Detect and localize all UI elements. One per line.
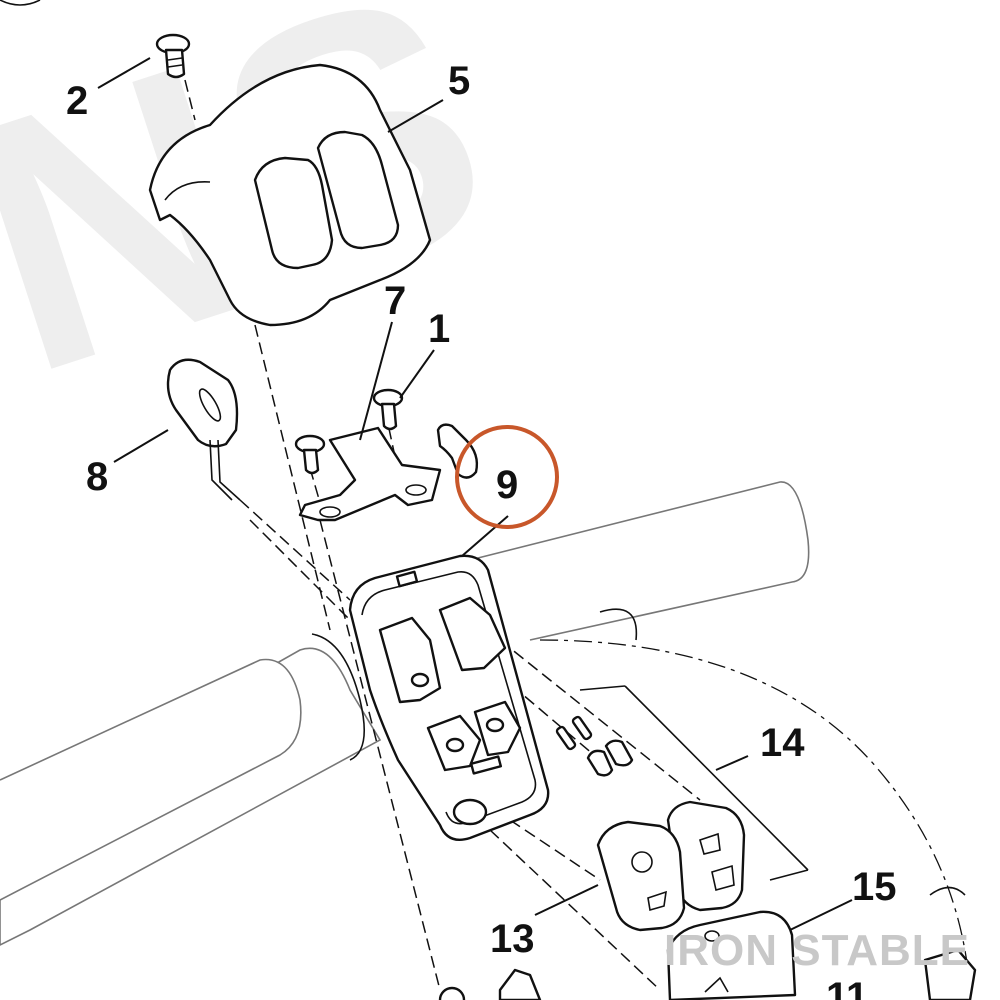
- part-5-upper-housing: [148, 63, 432, 327]
- callout-7: 7: [384, 279, 406, 323]
- handlebar: [0, 0, 810, 946]
- callout-8: 8: [86, 455, 108, 499]
- part-9-clip: [436, 423, 479, 479]
- part-13-switch-cap: [596, 820, 686, 932]
- part-8-connector: [166, 358, 241, 501]
- highlight-circle: [455, 425, 559, 529]
- part-15-switch-cap: [666, 910, 797, 1000]
- leader-lines: [97, 57, 853, 931]
- part-1-screw-right: [372, 388, 404, 431]
- callout-2: 2: [66, 79, 88, 123]
- part-1-screw-left: [294, 434, 326, 475]
- callout-5: 5: [448, 59, 470, 103]
- callout-11: 11: [826, 975, 868, 1000]
- watermark-text: IRON STABLE: [664, 926, 970, 975]
- callout-13: 13: [490, 917, 535, 961]
- callouts: 2 5 7 1 8 9 14 15 13 11: [66, 59, 897, 1000]
- part-11: [438, 886, 977, 1000]
- callout-14: 14: [760, 721, 805, 765]
- switch-housing: [348, 554, 550, 842]
- callout-9: 9: [496, 463, 518, 507]
- part-7-bracket: [298, 426, 442, 522]
- part-2-screw: [155, 33, 191, 79]
- callout-15: 15: [852, 865, 897, 909]
- part-14-switch-caps: [555, 685, 809, 912]
- callout-1: 1: [428, 307, 450, 351]
